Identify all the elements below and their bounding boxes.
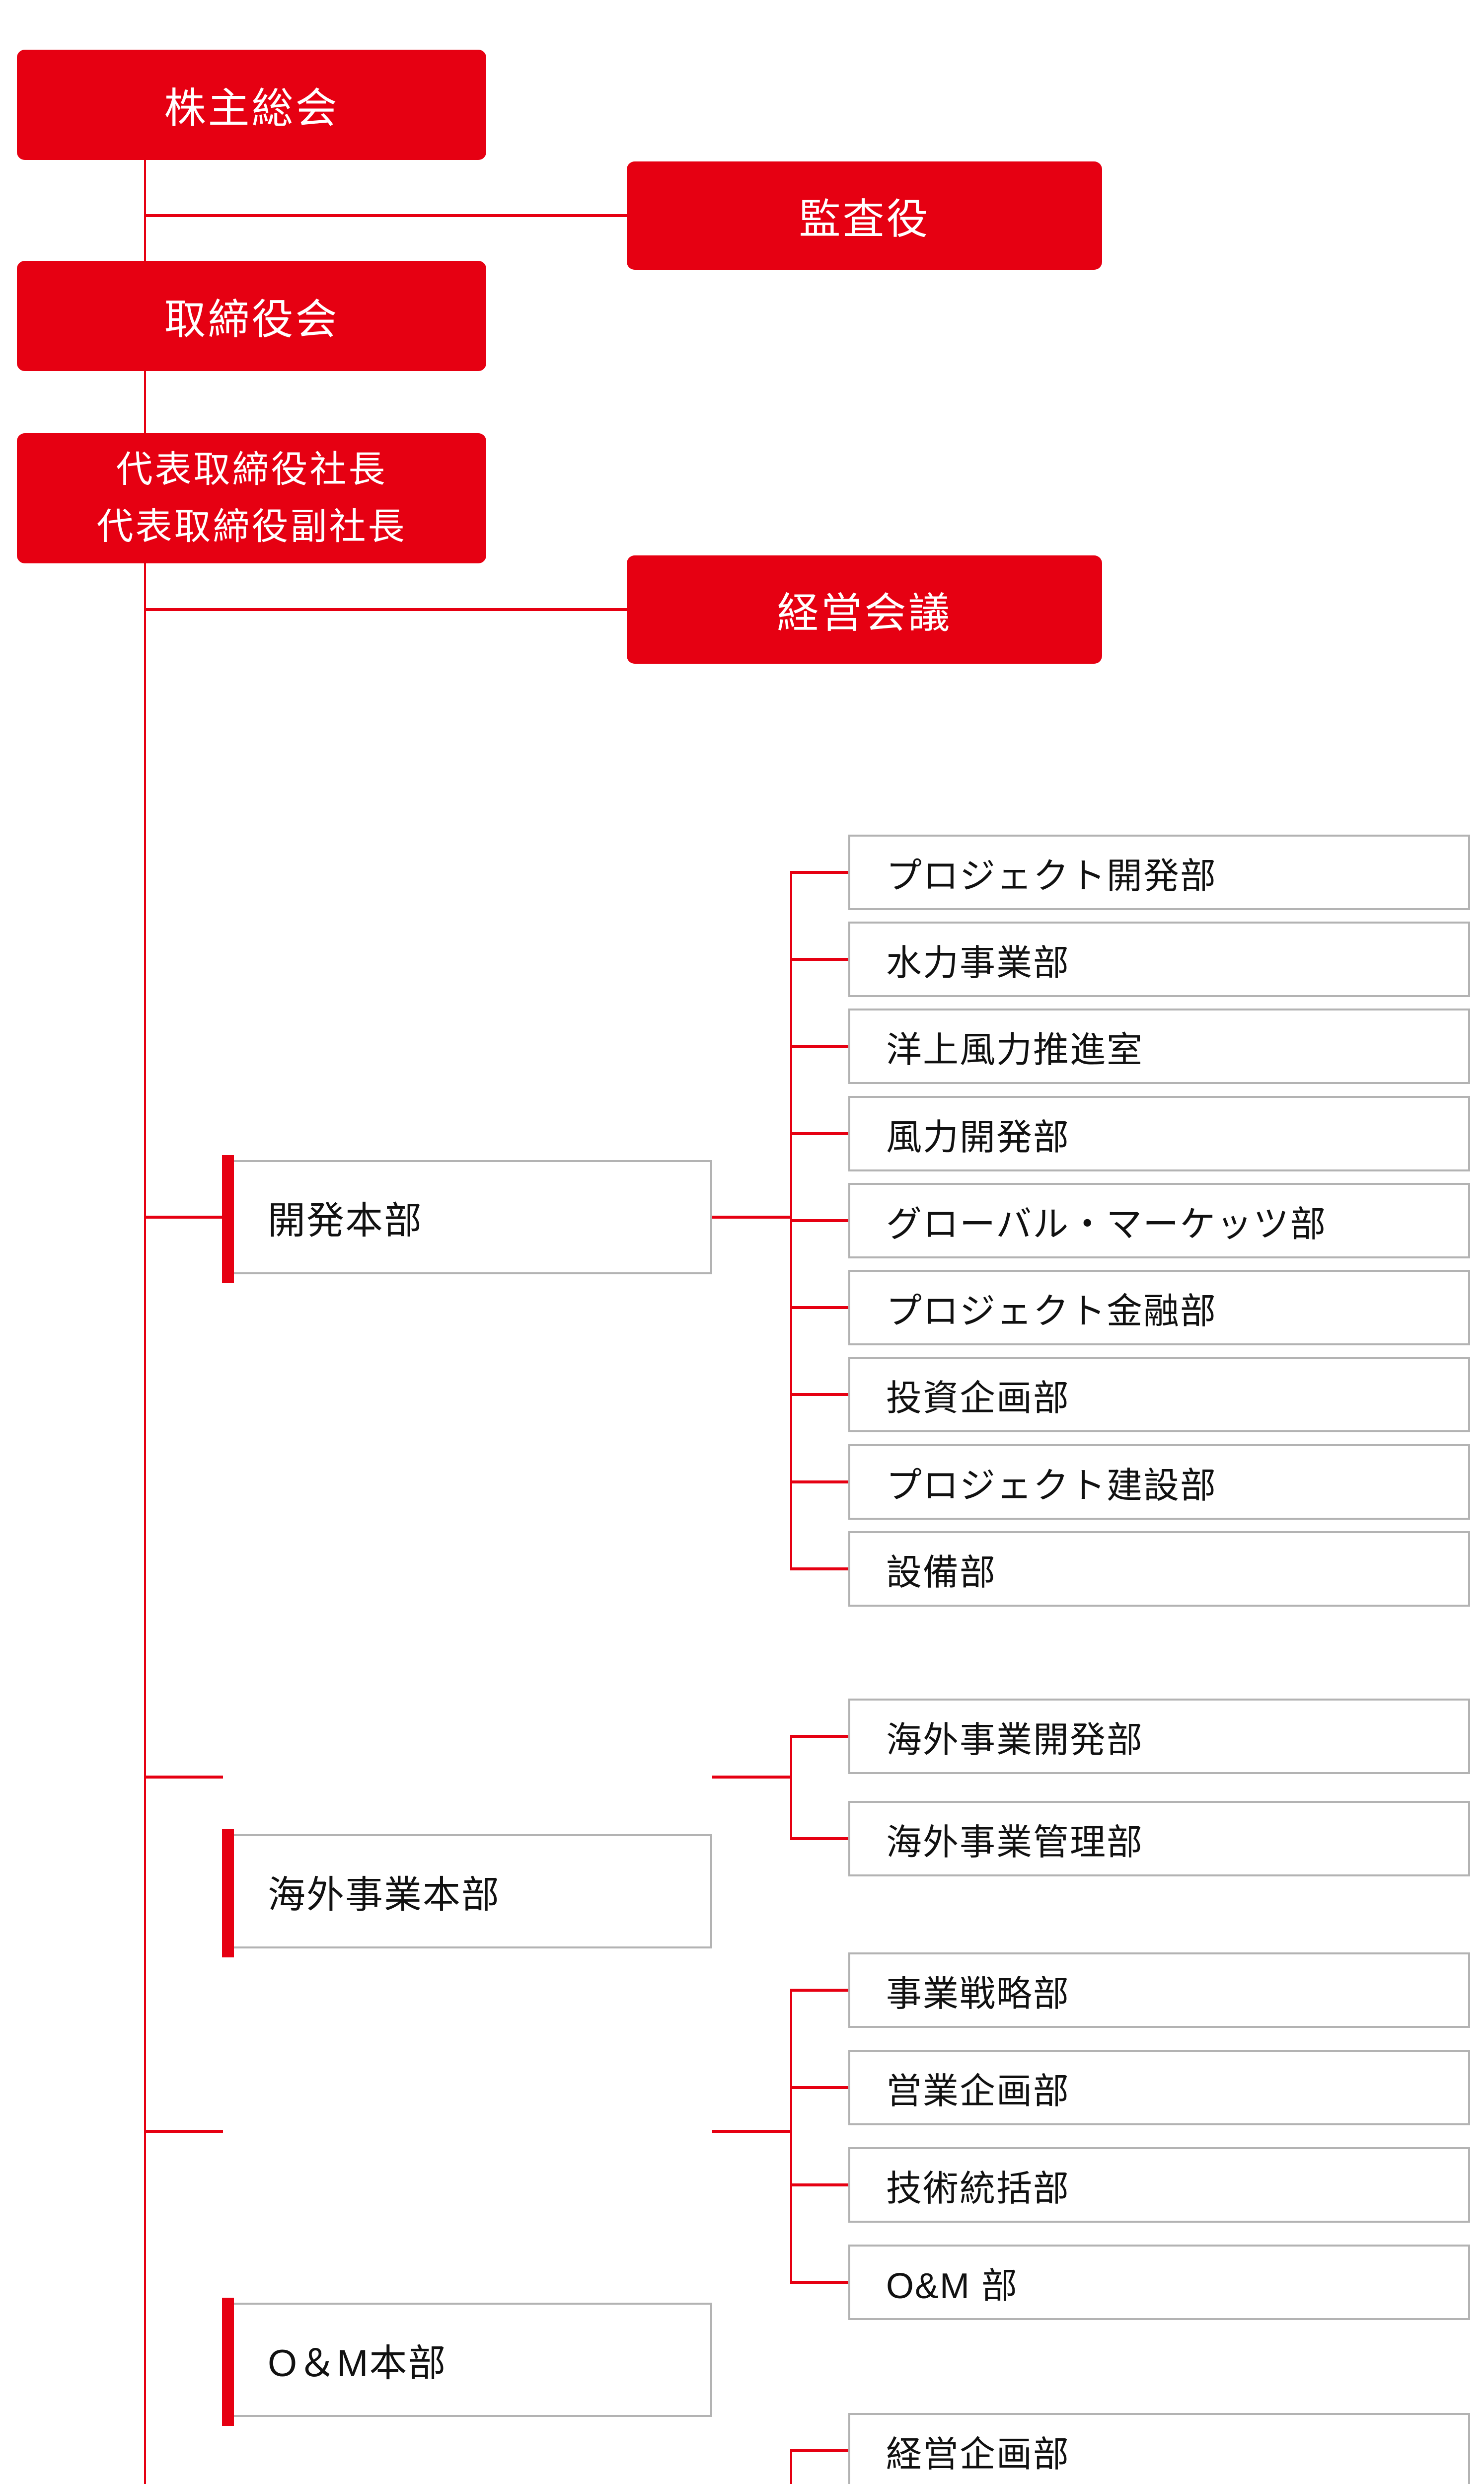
division-box-om: O＆M本部 [222, 2298, 712, 2426]
dept-label: 風力開発部 [886, 1117, 1070, 1158]
dept-label: 水力事業部 [886, 943, 1070, 983]
dept-label: プロジェクト建設部 [886, 1466, 1217, 1506]
dept-label: 技術統括部 [886, 2169, 1070, 2209]
overseas-child-stub-1 [791, 1735, 848, 1738]
division-label-development: 開発本部 [268, 1200, 423, 1242]
dept-label: 海外事業管理部 [886, 1822, 1144, 1863]
dev-child-stub-6 [791, 1306, 848, 1309]
management-meeting-box: 経営会議 [627, 555, 1102, 664]
dev-child-stub-5 [791, 1219, 848, 1222]
branch-to-auditor [145, 214, 627, 217]
dept-box-overseas-management: 海外事業管理部 [848, 1801, 1470, 1876]
dept-box-wind-development: 風力開発部 [848, 1096, 1470, 1171]
division-box-development: 開発本部 [222, 1155, 712, 1283]
dept-box-investment-planning: 投資企画部 [848, 1357, 1470, 1432]
dev-child-stub-8 [791, 1480, 848, 1483]
president-box: 代表取締役社長 代表取締役副社長 [17, 433, 486, 563]
om-child-stub-4 [791, 2281, 848, 2284]
shareholders-meeting-label: 株主総会 [164, 84, 339, 132]
division-box-overseas: 海外事業本部 [222, 1829, 712, 1957]
dev-child-stub-7 [791, 1393, 848, 1396]
admin-child-stub-1 [791, 2449, 848, 2452]
management-meeting-label: 経営会議 [777, 589, 952, 636]
admin-children-trunk [790, 2449, 792, 2484]
dept-box-facilities: 設備部 [848, 1531, 1470, 1607]
president-label-line1: 代表取締役社長 [116, 449, 387, 490]
dept-box-hydro: 水力事業部 [848, 922, 1470, 997]
dept-label: 投資企画部 [886, 1378, 1070, 1418]
dept-label: グローバル・マーケッツ部 [886, 1204, 1327, 1244]
division-label-om: O＆M本部 [268, 2342, 447, 2385]
branch-to-management-meeting [145, 608, 627, 611]
dev-child-stub-1 [791, 871, 848, 874]
om-child-stub-1 [791, 1989, 848, 1992]
president-label-line2: 代表取締役副社長 [96, 506, 407, 547]
board-of-directors-box: 取締役会 [17, 261, 486, 371]
trunk-main-vertical [144, 563, 146, 2484]
dept-box-project-development: プロジェクト開発部 [848, 835, 1470, 910]
auditor-label: 監査役 [799, 195, 930, 242]
dev-child-stub-2 [791, 958, 848, 961]
dept-label: 事業戦略部 [886, 1974, 1070, 2014]
dev-child-stub-3 [791, 1045, 848, 1048]
om-child-stub-3 [791, 2183, 848, 2186]
dept-label: プロジェクト開発部 [886, 856, 1217, 896]
om-children-trunk [790, 1989, 792, 2284]
trunk-board-to-president [144, 371, 146, 433]
overseas-division-out-line [712, 1776, 791, 1779]
overseas-child-stub-2 [791, 1837, 848, 1840]
division-red-bar [222, 1155, 234, 1283]
om-division-out-line [712, 2130, 791, 2133]
dept-box-offshore-wind: 洋上風力推進室 [848, 1009, 1470, 1084]
dept-label: プロジェクト金融部 [886, 1291, 1217, 1331]
shareholders-meeting-box: 株主総会 [17, 50, 486, 160]
dept-label: 洋上風力推進室 [886, 1030, 1144, 1070]
dept-label: 経営企画部 [886, 2434, 1070, 2475]
board-of-directors-label: 取締役会 [164, 296, 339, 343]
dept-label: 設備部 [886, 1552, 997, 1593]
dept-box-business-strategy: 事業戦略部 [848, 1952, 1470, 2028]
dev-child-stub-9 [791, 1567, 848, 1570]
branch-to-overseas-division [145, 1776, 223, 1779]
branch-to-om-division [145, 2130, 223, 2133]
auditor-box: 監査役 [627, 161, 1102, 270]
dept-box-project-finance: プロジェクト金融部 [848, 1270, 1470, 1345]
dept-box-global-markets: グローバル・マーケッツ部 [848, 1183, 1470, 1258]
dev-division-out-line [712, 1216, 791, 1219]
om-child-stub-2 [791, 2086, 848, 2089]
dept-box-om: O&M 部 [848, 2245, 1470, 2320]
dept-box-corporate-planning: 経営企画部 [848, 2413, 1470, 2484]
dev-child-stub-4 [791, 1132, 848, 1135]
dept-label: O&M 部 [886, 2266, 1019, 2306]
dept-label: 海外事業開発部 [886, 1720, 1144, 1760]
dept-label: 営業企画部 [886, 2071, 1070, 2111]
trunk-shareholders-to-board [144, 160, 146, 261]
division-red-bar [222, 2298, 234, 2426]
division-label-overseas: 海外事業本部 [268, 1874, 500, 1916]
dept-box-overseas-development: 海外事業開発部 [848, 1699, 1470, 1774]
dept-box-technology-supervision: 技術統括部 [848, 2147, 1470, 2223]
dept-box-project-construction: プロジェクト建設部 [848, 1444, 1470, 1520]
branch-to-dev-division [145, 1216, 223, 1219]
overseas-children-trunk [790, 1735, 792, 1840]
dept-box-sales-planning: 営業企画部 [848, 2050, 1470, 2125]
division-red-bar [222, 1829, 234, 1957]
